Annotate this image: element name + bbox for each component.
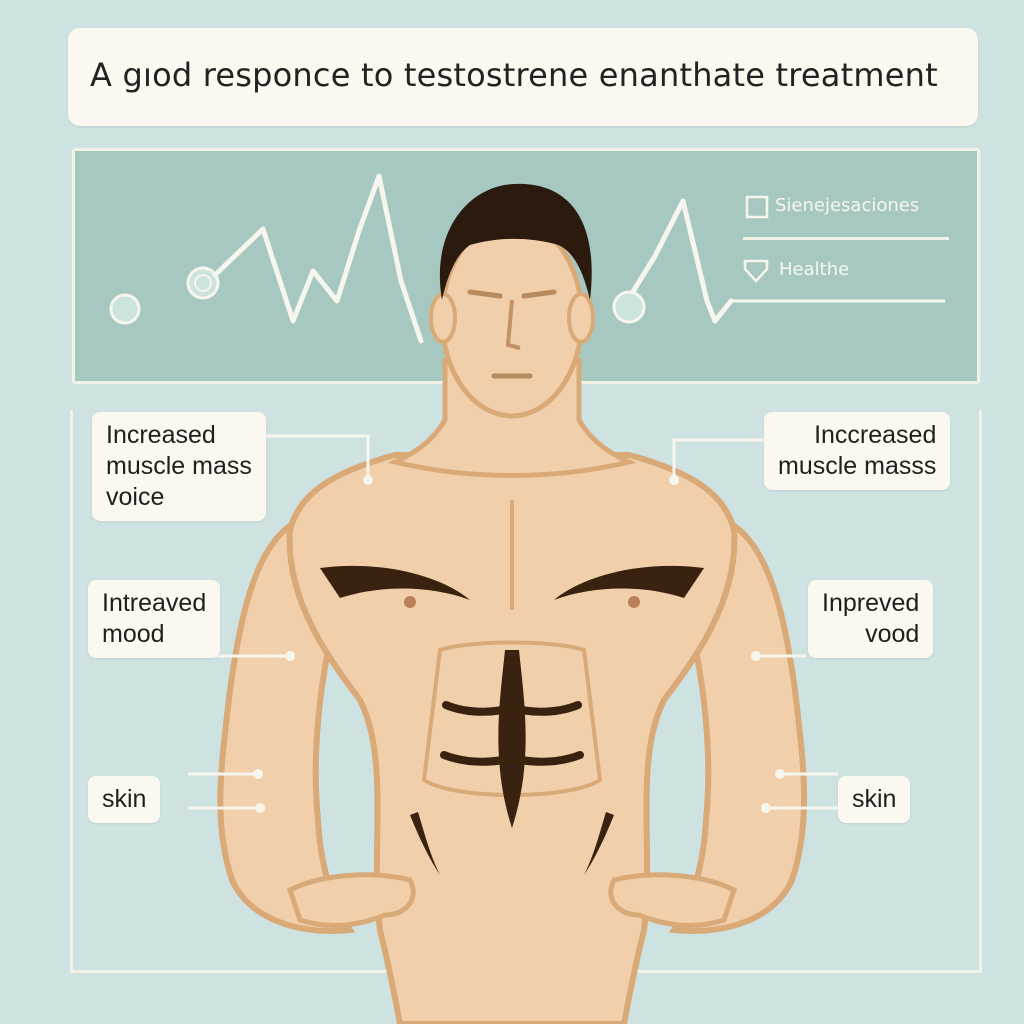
label-line: Increased xyxy=(106,421,216,449)
label-line: muscle masss xyxy=(778,452,937,480)
label-left-mood: Intreaved mood xyxy=(88,580,221,658)
pulse-node-icon xyxy=(109,293,141,325)
label-line: skin xyxy=(852,785,897,813)
label-line: voice xyxy=(106,483,165,511)
shield-icon xyxy=(743,259,769,283)
vitals-panel: Sienejesaciones Healthe xyxy=(72,148,980,384)
legend-label-sienejesaciones: Sienejesaciones xyxy=(775,195,920,216)
pulse-node-icon xyxy=(612,290,646,324)
label-right-mood: Inpreved vood xyxy=(808,580,934,658)
pulse-node-icon xyxy=(194,274,212,292)
pulse-node-icon xyxy=(186,266,220,300)
label-left-muscle-voice: Increased muscle mass voice xyxy=(92,412,266,521)
label-line: Intreaved xyxy=(102,589,207,617)
label-line: mood xyxy=(102,620,165,648)
title-card: A gıod responce to testostrene enanthate… xyxy=(68,28,978,126)
label-left-skin: skin xyxy=(88,776,161,823)
page-title: A gıod responce to testostrene enanthate… xyxy=(90,56,938,94)
label-right-skin: skin xyxy=(838,776,911,823)
heartbeat-line xyxy=(618,198,734,324)
label-line: Inpreved xyxy=(822,589,920,617)
checkbox-icon xyxy=(745,195,769,219)
label-line: vood xyxy=(865,620,920,648)
heartbeat-line-graphic xyxy=(109,173,945,344)
heartbeat-line xyxy=(212,173,424,344)
legend-label-healthe: Healthe xyxy=(779,259,850,280)
legend-divider xyxy=(743,237,949,240)
label-right-muscle: Inccreased muscle masss xyxy=(764,412,951,490)
label-line: muscle mass xyxy=(106,452,252,480)
label-line: Inccreased xyxy=(814,421,937,449)
label-line: skin xyxy=(102,785,147,813)
